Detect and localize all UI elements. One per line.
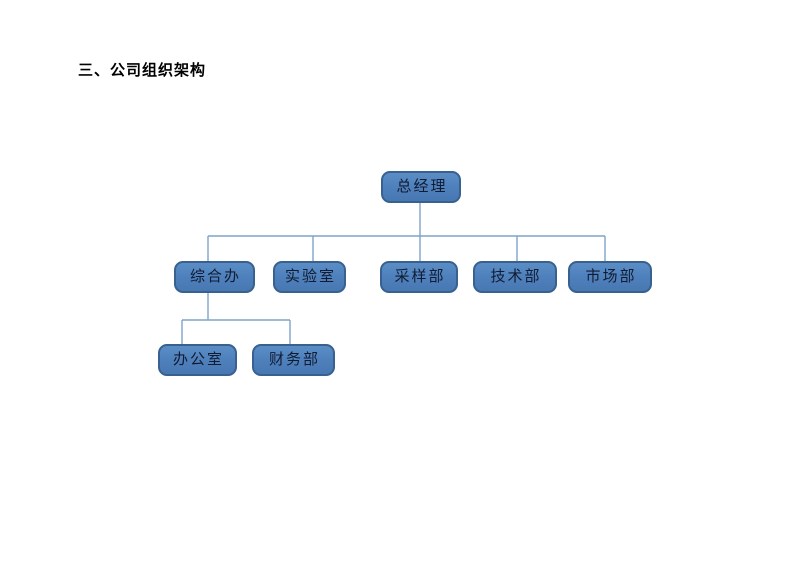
org-node-technical-department: 技术部 (473, 261, 557, 293)
section-heading: 三、公司组织架构 (78, 63, 207, 79)
org-node-general-manager: 总经理 (381, 171, 461, 203)
org-node-marketing-department: 市场部 (568, 261, 652, 293)
connector-level-1 (207, 202, 606, 262)
org-node-sampling-department: 采样部 (380, 261, 458, 293)
org-node-laboratory: 实验室 (273, 261, 346, 293)
org-node-office: 办公室 (158, 344, 237, 376)
org-node-general-affairs-office: 综合办 (174, 261, 255, 293)
org-node-finance-department: 财务部 (252, 344, 335, 376)
connector-level-2 (181, 292, 291, 345)
